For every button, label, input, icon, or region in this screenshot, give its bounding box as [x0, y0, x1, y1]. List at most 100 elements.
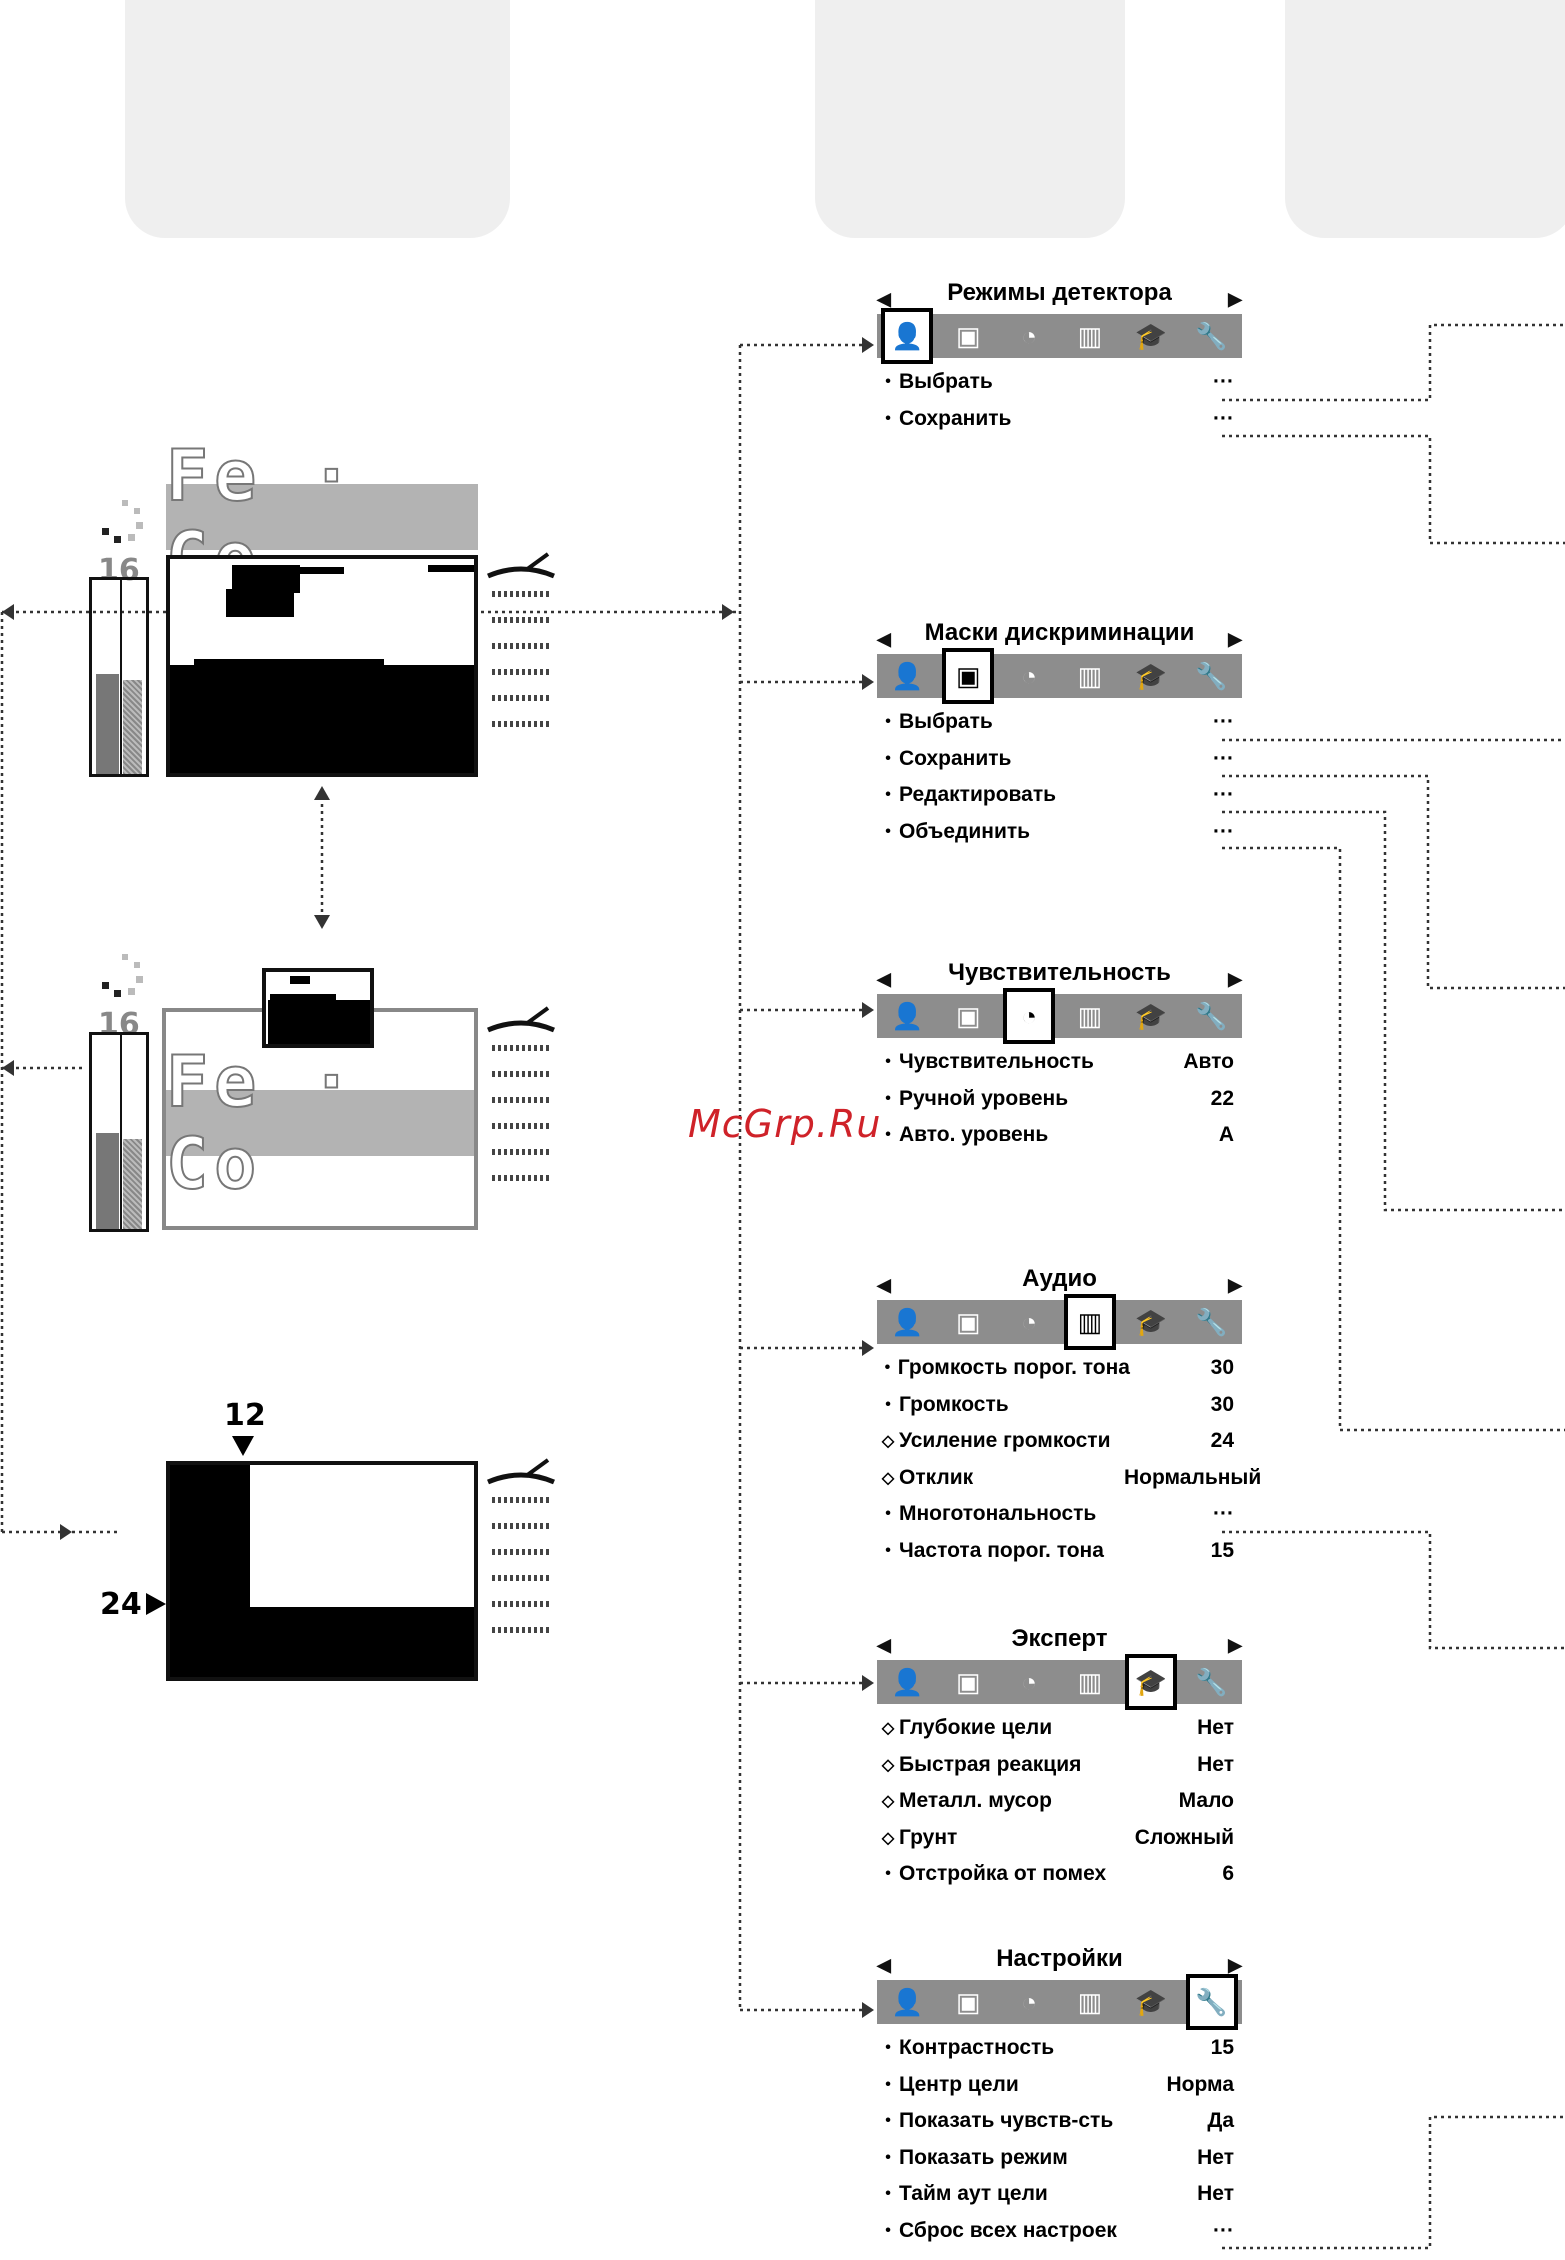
- wrench-icon[interactable]: 🔧: [1185, 1974, 1238, 2030]
- graduation-cap-icon[interactable]: 🎓: [1134, 660, 1167, 691]
- coil-depth-icon-bottom: [486, 1458, 556, 1653]
- person-icon[interactable]: 👤: [881, 308, 934, 364]
- menu-item[interactable]: •Объединить···: [877, 814, 1242, 851]
- menu-item-value: Сложный: [1134, 1825, 1234, 1849]
- left-arrow-icon[interactable]: ◀: [877, 1955, 891, 1975]
- menu-item[interactable]: •Редактировать···: [877, 777, 1242, 814]
- menu-tab-bar: 👤 ▣ ◔ ▥ 🎓 🔧: [877, 308, 1242, 364]
- menu-item-label: Ручной уровень: [899, 1086, 1069, 1110]
- left-arrow-icon[interactable]: ◀: [877, 1275, 891, 1295]
- sensitivity-dial-icon[interactable]: ◔: [1021, 660, 1037, 691]
- menu-item[interactable]: •Многотональность···: [877, 1496, 1242, 1533]
- bullet: •: [885, 2112, 891, 2130]
- graduation-cap-icon[interactable]: 🎓: [1134, 320, 1167, 351]
- sensitivity-dial-icon[interactable]: ◔: [1021, 1986, 1037, 2017]
- menu-item-value: 6: [1222, 1862, 1234, 1886]
- person-icon[interactable]: 👤: [891, 660, 924, 691]
- wrench-icon[interactable]: 🔧: [1195, 1306, 1228, 1337]
- person-icon[interactable]: 👤: [891, 1666, 924, 1697]
- bullet: •: [885, 749, 891, 767]
- menu-item[interactable]: •Сброс всех настроек···: [877, 2213, 1242, 2250]
- signal-gauge-middle: [89, 1032, 149, 1232]
- wrench-icon[interactable]: 🔧: [1195, 660, 1228, 691]
- menu-item-label: Глубокие цели: [899, 1716, 1053, 1740]
- graduation-cap-icon[interactable]: 🎓: [1134, 1986, 1167, 2017]
- menu-title: ◀Маски дискриминации▶: [877, 616, 1242, 650]
- left-arrow-icon[interactable]: ◀: [877, 629, 891, 649]
- graduation-cap-icon[interactable]: 🎓: [1124, 1654, 1177, 1710]
- decor-shape-2: [815, 0, 1125, 238]
- signal-dots-icon: [100, 952, 146, 998]
- discrimination-mask-icon[interactable]: ▣: [942, 648, 995, 704]
- wrench-icon[interactable]: 🔧: [1195, 1000, 1228, 1031]
- right-arrow-icon[interactable]: ▶: [1228, 1955, 1242, 1975]
- sensitivity-dial-icon[interactable]: ◔: [1021, 1306, 1037, 1337]
- menu-item-value: Нормальный: [1124, 1465, 1262, 1489]
- person-icon[interactable]: 👤: [891, 1306, 924, 1337]
- menu-item-label: Контрастность: [899, 2036, 1055, 2060]
- gauge-value-middle: 16: [98, 1007, 140, 1042]
- sensitivity-dial-icon[interactable]: ◔: [1021, 320, 1037, 351]
- menu-item-label: Редактировать: [899, 783, 1057, 807]
- audio-bars-icon[interactable]: ▥: [1077, 1000, 1103, 1031]
- bullet: •: [885, 786, 891, 804]
- graduation-cap-icon[interactable]: 🎓: [1134, 1000, 1167, 1031]
- sensitivity-dial-icon[interactable]: ◔: [1021, 1666, 1037, 1697]
- lcd-screen-bottom: [166, 1461, 478, 1681]
- audio-bars-icon[interactable]: ▥: [1077, 1666, 1103, 1697]
- right-arrow-icon[interactable]: ▶: [1228, 629, 1242, 649]
- menu-item[interactable]: •Сохранить···: [877, 401, 1242, 438]
- menu-item-label: Грунт: [899, 1825, 958, 1849]
- audio-bars-icon[interactable]: ▥: [1063, 1294, 1116, 1350]
- audio-bars-icon[interactable]: ▥: [1077, 660, 1103, 691]
- audio-bars-icon[interactable]: ▥: [1077, 1986, 1103, 2017]
- menu-item-value: ···: [1213, 710, 1234, 734]
- menu-item[interactable]: •Сохранить···: [877, 741, 1242, 778]
- sensitivity-dial-icon[interactable]: ◔: [1003, 988, 1056, 1044]
- coil-depth-icon-middle: [486, 1006, 556, 1201]
- left-arrow-icon[interactable]: ◀: [877, 969, 891, 989]
- right-arrow-icon[interactable]: ▶: [1228, 289, 1242, 309]
- bullet: •: [885, 822, 891, 840]
- person-icon[interactable]: 👤: [891, 1986, 924, 2017]
- menu-item[interactable]: •Выбрать···: [877, 704, 1242, 741]
- wrench-icon[interactable]: 🔧: [1195, 1666, 1228, 1697]
- wrench-icon[interactable]: 🔧: [1195, 320, 1228, 351]
- menu-item[interactable]: •Выбрать···: [877, 364, 1242, 401]
- person-icon[interactable]: 👤: [891, 1000, 924, 1031]
- left-arrow-icon[interactable]: ◀: [877, 289, 891, 309]
- bullet: ◇: [881, 1756, 895, 1774]
- right-arrow-icon[interactable]: ▶: [1228, 1275, 1242, 1295]
- menu-item-label: Быстрая реакция: [899, 1752, 1082, 1776]
- discrimination-mask-icon[interactable]: ▣: [955, 320, 981, 351]
- discrimination-mask-icon[interactable]: ▣: [955, 1666, 981, 1697]
- right-arrow-icon[interactable]: ▶: [1228, 1635, 1242, 1655]
- discrimination-mask-icon[interactable]: ▣: [955, 1306, 981, 1337]
- graduation-cap-icon[interactable]: 🎓: [1134, 1306, 1167, 1337]
- marker-left-value: 24: [100, 1587, 142, 1622]
- left-arrow-icon[interactable]: ◀: [877, 1635, 891, 1655]
- right-arrow-icon[interactable]: ▶: [1228, 969, 1242, 989]
- discrimination-mask-icon[interactable]: ▣: [955, 1986, 981, 2017]
- audio-bars-icon[interactable]: ▥: [1077, 320, 1103, 351]
- discrimination-mask-icon[interactable]: ▣: [955, 1000, 981, 1031]
